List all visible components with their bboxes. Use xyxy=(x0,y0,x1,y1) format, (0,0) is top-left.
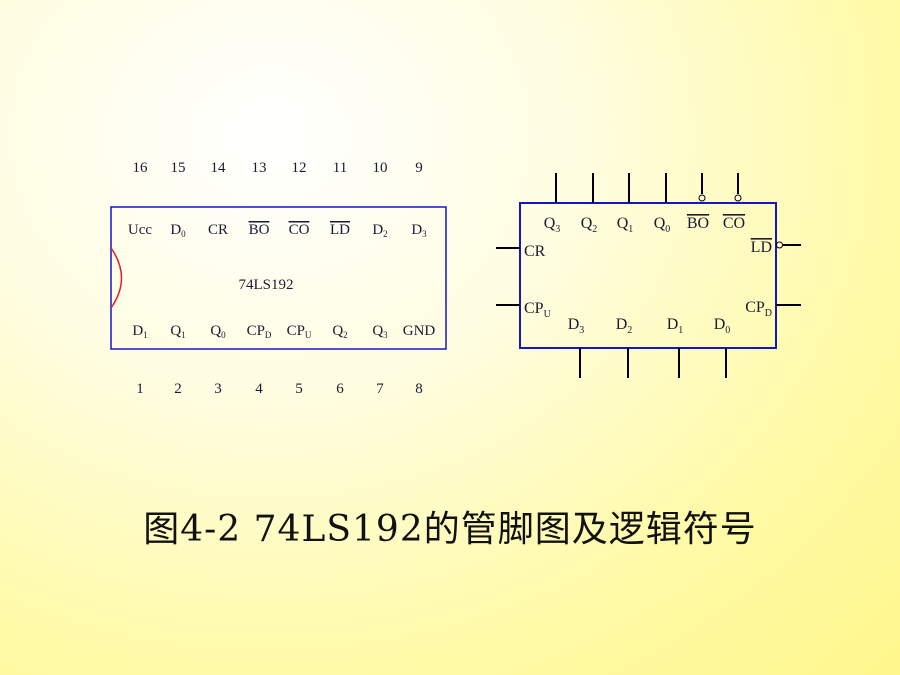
data-input-label: D2 xyxy=(616,316,633,336)
top-pin-number: 9 xyxy=(415,160,423,176)
top-pin-number: 12 xyxy=(292,160,307,176)
input-label-left: CPU xyxy=(524,300,552,320)
bottom-pin-name: D1 xyxy=(132,323,147,340)
top-pin-number: 16 xyxy=(133,160,149,176)
bottom-pin-number: 1 xyxy=(136,381,144,397)
top-pin-name: D3 xyxy=(411,222,427,239)
top-pin-name: D0 xyxy=(170,222,186,239)
top-pin-name: Ucc xyxy=(128,222,152,238)
bottom-pin-name: Q3 xyxy=(372,323,388,340)
top-pin-number: 11 xyxy=(333,160,347,176)
top-pin-number: 13 xyxy=(252,160,267,176)
top-pin-number: 15 xyxy=(171,160,186,176)
bottom-pin-number: 7 xyxy=(376,381,384,397)
inversion-bubble xyxy=(734,194,742,202)
input-label-left: CR xyxy=(524,243,546,260)
top-pin-name: CR xyxy=(208,222,228,238)
inversion-bubble xyxy=(776,241,783,249)
inversion-bubble xyxy=(698,194,706,202)
bottom-pin-name: Q2 xyxy=(332,323,347,340)
bottom-pin-number: 5 xyxy=(295,381,303,397)
data-input-label: D1 xyxy=(667,316,684,336)
output-label: Q3 xyxy=(544,215,561,235)
logic-symbol-diagram: Q3 Q2 Q1 Q0 BO CO CR CPU LD CPD D3 D2 D1 D0 xyxy=(496,173,801,378)
bottom-pin-name: Q1 xyxy=(170,323,185,340)
data-input-label: D0 xyxy=(714,316,731,336)
chip-label: 74LS192 xyxy=(238,277,293,293)
input-label-right: LD xyxy=(751,239,772,256)
output-label: Q2 xyxy=(581,215,598,235)
output-label: Q0 xyxy=(654,215,671,235)
bottom-pin-number: 3 xyxy=(214,381,222,397)
pin1-notch-mark xyxy=(110,247,123,309)
top-pin-name: CO xyxy=(289,222,310,238)
top-pin-name: D2 xyxy=(372,222,387,239)
bottom-pin-number: 6 xyxy=(336,381,344,397)
input-label-right: CPD xyxy=(745,299,772,319)
bottom-pin-number: 4 xyxy=(255,381,263,397)
figure-caption: 图4-2 74LS192的管脚图及逻辑符号 xyxy=(143,509,757,550)
top-pin-number: 14 xyxy=(211,160,227,176)
bottom-pin-name: GND xyxy=(403,323,436,339)
bottom-pin-name: CPU xyxy=(287,323,312,340)
output-label: Q1 xyxy=(617,215,634,235)
output-label: BO xyxy=(687,215,709,232)
logic-block-outline xyxy=(519,202,777,349)
top-pin-name: BO xyxy=(249,222,270,238)
bottom-pin-number: 8 xyxy=(415,381,423,397)
bottom-pin-name: CPD xyxy=(247,323,272,340)
data-input-label: D3 xyxy=(568,316,585,336)
top-pin-number: 10 xyxy=(373,160,388,176)
bottom-pin-name: Q0 xyxy=(210,323,226,340)
output-label: CO xyxy=(723,215,745,232)
top-pin-name: LD xyxy=(330,222,350,238)
bottom-pin-number: 2 xyxy=(174,381,182,397)
pinout-package-outline xyxy=(110,206,447,350)
